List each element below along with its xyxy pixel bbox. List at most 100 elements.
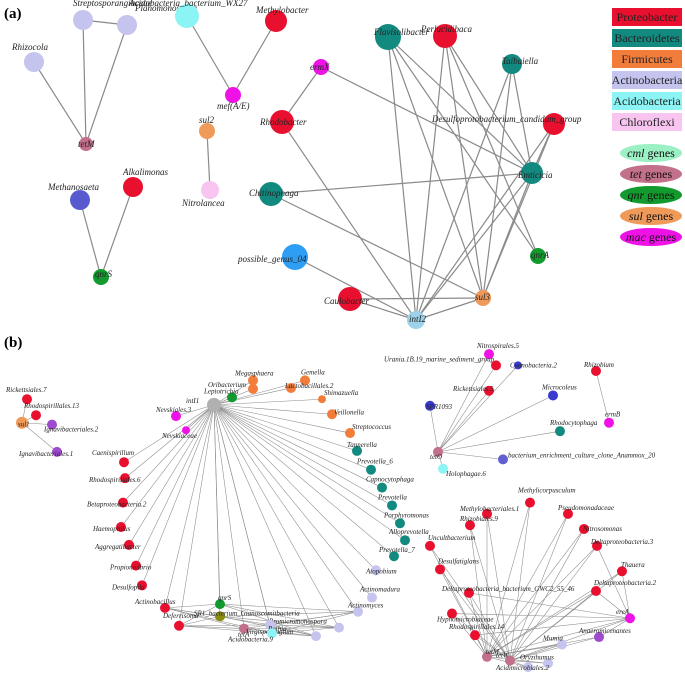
edge-rothia-promicro (269, 624, 340, 628)
node-methylic: Methylicorpusculum (517, 487, 576, 508)
node-label: Methylobacter (255, 5, 309, 15)
node-label: Desulfopila (111, 583, 145, 591)
node-label: Prevotella_7 (378, 546, 415, 554)
edge-qnrS_b-actinomy (219, 603, 359, 612)
node-circle (591, 585, 601, 596)
legend-label: mac genes (626, 230, 677, 244)
node-circle (543, 658, 553, 669)
edge-chitino-emticicia (270, 172, 533, 195)
edge-flavo-intI2 (387, 36, 417, 321)
node-circle (352, 445, 362, 456)
node-circle (215, 611, 225, 622)
node-label: Rhodobacter (259, 117, 307, 127)
edge-emticicia-sul3 (482, 172, 533, 299)
edge-intI1-prevo7 (213, 404, 395, 557)
node-mumia: Mumia (542, 635, 567, 650)
legend-label: Bacteroidetes (614, 31, 680, 45)
edge-intI1-deferr (178, 404, 215, 626)
edge-intI1-actinomad (213, 404, 373, 598)
edge-intI1-tetA (213, 404, 245, 629)
node-flavo: Flavisolibacter (373, 24, 429, 50)
node-label: qnrS (218, 594, 232, 602)
node-label: tetM (78, 139, 95, 149)
edge-rhodo-intI2 (281, 121, 417, 321)
node-circle (617, 566, 627, 577)
node-aggreg: Aggregatibacter (94, 539, 141, 551)
node-spr1093: SPR1093 (425, 400, 453, 411)
edge-intI1-virgisp (213, 404, 317, 637)
node-label: Actinomyces (347, 602, 384, 610)
node-label: Haemophilus (92, 525, 131, 533)
edge-ereA-rhodosp14 (474, 617, 631, 636)
legend-gene-name: cml (627, 146, 645, 160)
node-circle (124, 539, 134, 550)
legend-swatch (612, 113, 682, 131)
node-circle (523, 662, 533, 673)
edge-ereA-delta3 (596, 545, 631, 619)
legend-swatch (612, 50, 682, 68)
node-label: tetW (496, 652, 510, 660)
node-nevski: Nevskiaceae (161, 426, 197, 440)
node-circle (502, 54, 522, 74)
edge-intI1-actinobac (164, 404, 215, 608)
node-circle (579, 523, 589, 534)
node-circle (225, 87, 241, 103)
node-circle (371, 565, 381, 576)
node-label: bacterium_enrichment_culture_clone_Anamm… (508, 451, 656, 459)
node-caulo: Caulobacter (324, 287, 369, 311)
node-label: sul2 (199, 115, 215, 125)
node-label: Aggregatibacter (94, 543, 141, 551)
edge-tetO-urania (437, 365, 497, 453)
node-circle (475, 290, 491, 306)
edge-tetW-anaero (509, 636, 600, 661)
node-qnrA: qnrA (530, 248, 550, 264)
edge-acido9-virgisp (271, 633, 317, 637)
node-circle (625, 613, 635, 624)
node-circle (482, 651, 492, 662)
legend-taxon-actinobacteria: Actinobacteria (612, 71, 683, 89)
node-label: Rhodospirillales.14 (448, 623, 505, 631)
node-label: Holophagae.6 (445, 470, 486, 478)
node-hypho: Hyphomicrobiaceae (436, 608, 494, 624)
edge-acido9-actinomy (271, 611, 359, 634)
legend-swatch (620, 144, 682, 162)
node-deltaGWC: Deltaproteobacteria_bacterium_GWC2_55_46 (441, 585, 575, 598)
edge-tetW-uncult (429, 545, 511, 661)
legend-gene-mac: mac genes (620, 228, 682, 246)
node-circle (286, 382, 296, 393)
node-actinobac: Actinobacillus (134, 598, 176, 613)
edge-intI2-sul3 (415, 297, 484, 321)
node-actinomad: Actinomadura (359, 586, 401, 603)
edge-intI1-capno (213, 404, 383, 488)
node-prevo7: Prevotella_7 (378, 546, 415, 562)
node-circle (435, 564, 445, 575)
node-possible: possible_genus_04 (237, 244, 308, 270)
edge-sr1-actinomy (219, 611, 359, 617)
node-oryzi: Oryzihumus (520, 653, 554, 669)
node-circle (118, 497, 128, 508)
node-circle (318, 395, 326, 404)
legend-swatch (620, 165, 682, 183)
edge-intI1-caenis (123, 404, 215, 463)
edge-intI1-prevo6 (213, 404, 372, 470)
edge-intI1-tannerella (213, 404, 358, 452)
node-allopre: Alloprevotella (388, 528, 429, 546)
legend-label: qnr genes (628, 188, 675, 202)
node-tetM: tetM (78, 137, 95, 151)
node-label: Methylobacteriales.1 (459, 505, 519, 513)
edge-flavo-qnrA (387, 36, 539, 257)
node-circle (70, 190, 90, 210)
node-circle (465, 520, 475, 531)
edge-perlu-sul3 (444, 35, 484, 299)
edge-perlu-intI2 (415, 35, 446, 321)
edge-taiba-intI2 (415, 63, 513, 321)
node-label: Alkalimonas (122, 167, 168, 177)
node-circle (137, 580, 147, 591)
node-label: Porphyromonas (383, 511, 429, 519)
node-label: qnrA (531, 250, 550, 260)
edge-rhizo-tetM (33, 61, 87, 145)
node-circle (311, 631, 321, 642)
edge-rothia-virgisp (269, 624, 317, 637)
node-capno: Capnocytophaga (366, 476, 414, 493)
